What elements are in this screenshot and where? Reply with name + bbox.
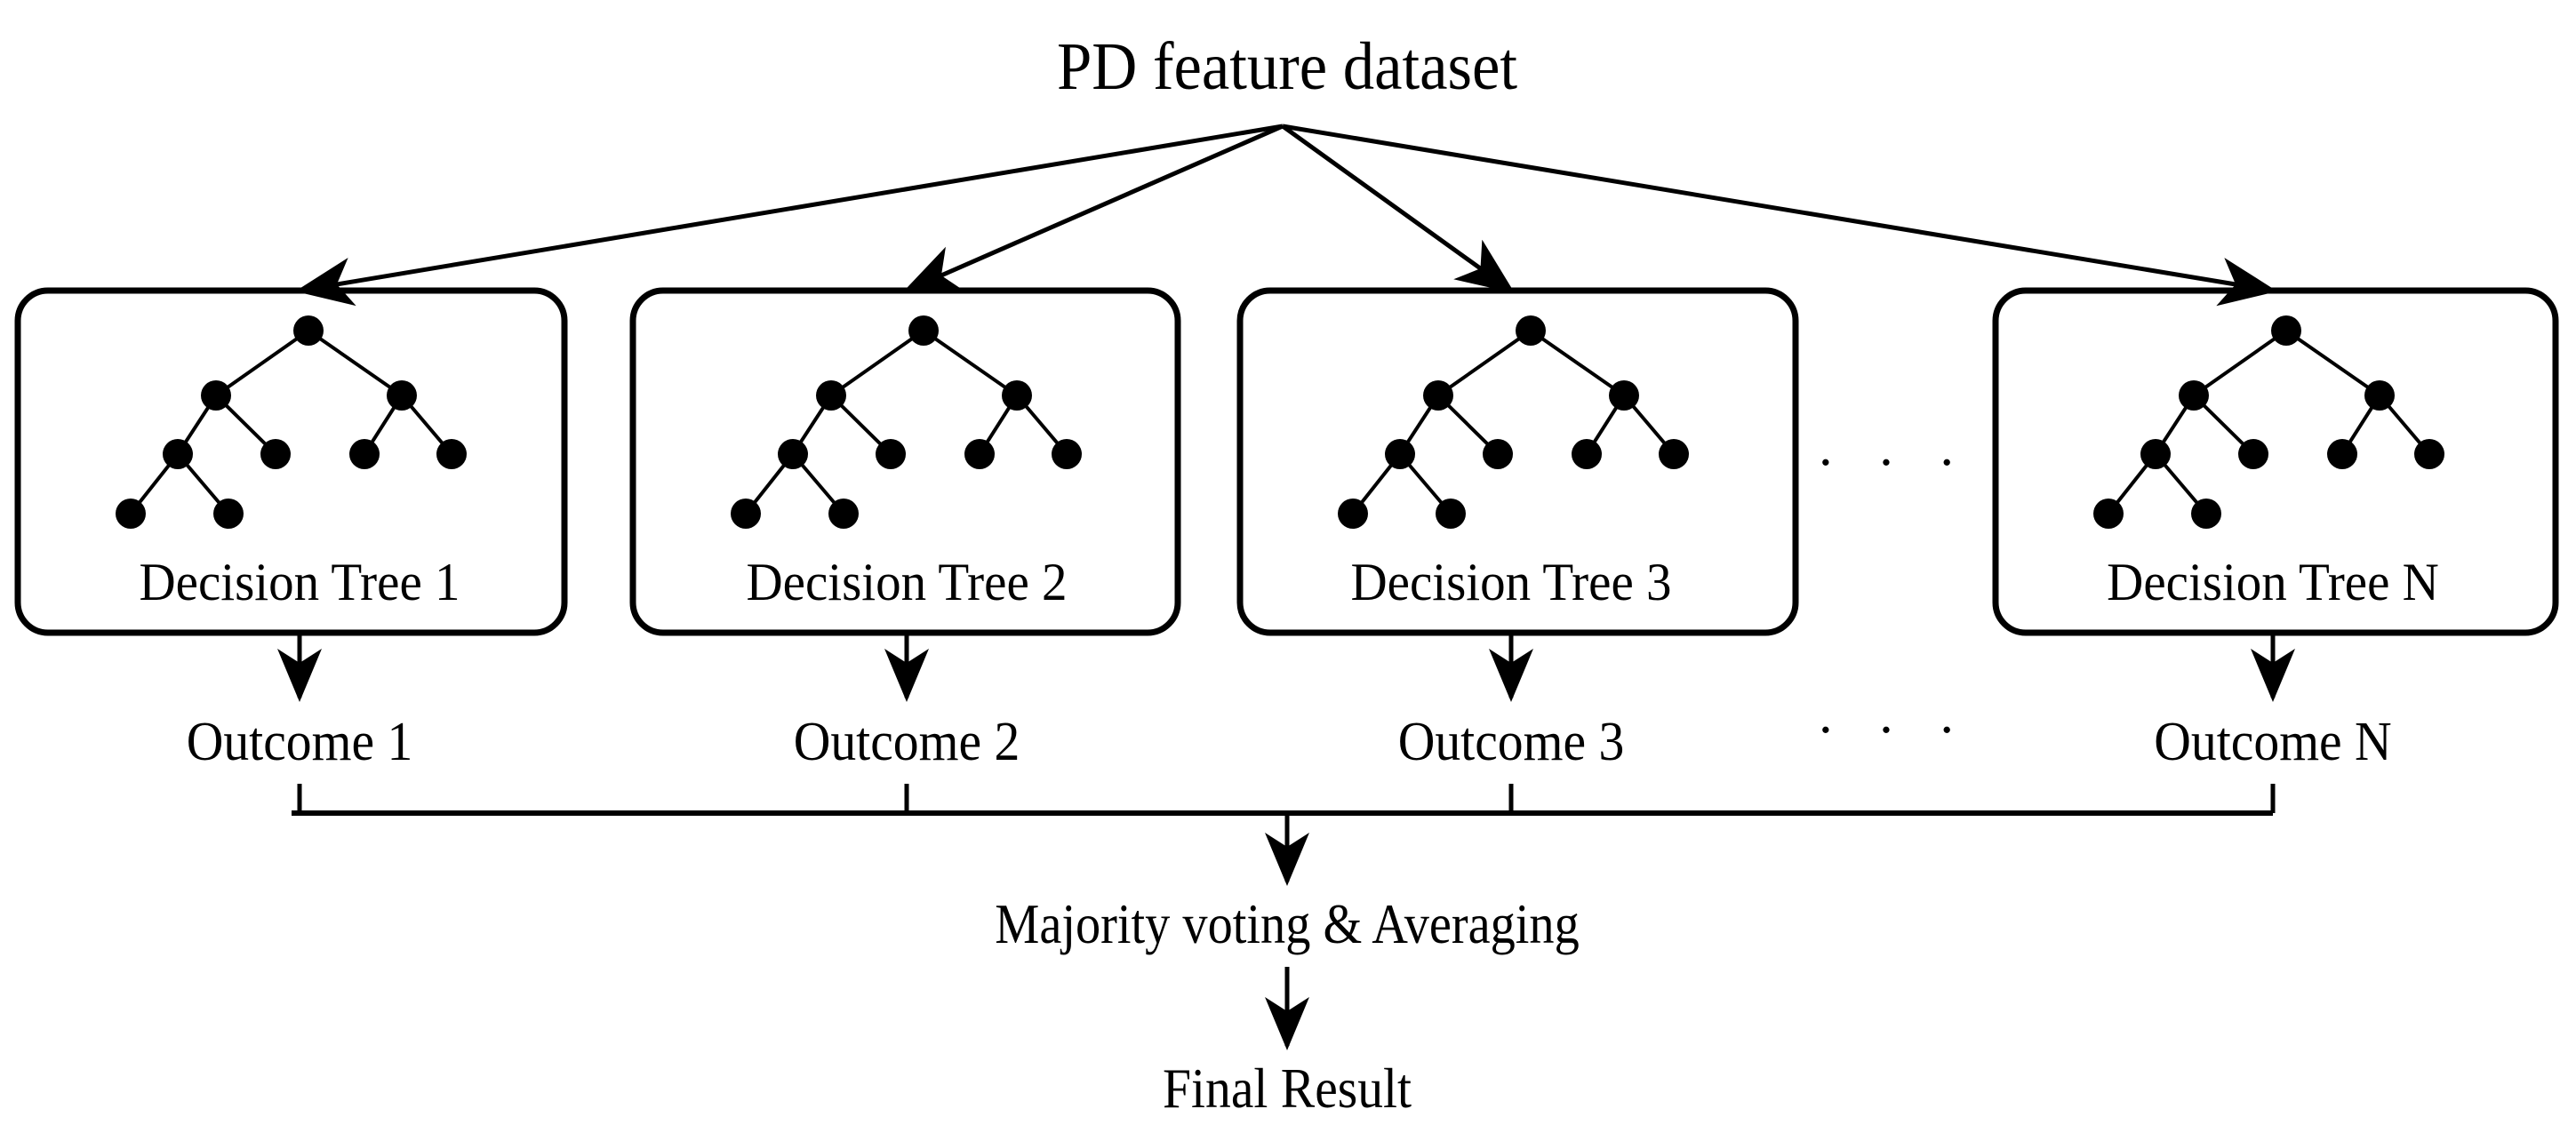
tree-node-l3a — [2093, 499, 2124, 529]
tree-glyph-1 — [116, 315, 467, 529]
tree-node-l3b — [2191, 499, 2221, 529]
tree-glyph-group — [116, 315, 2444, 529]
tree-node-l2d — [1659, 439, 1689, 469]
tree-node-l3b — [1436, 499, 1466, 529]
fanout-arrow-to-tree-1 — [295, 124, 1284, 307]
tree-node-l1a — [201, 380, 231, 411]
tree-node-l2c — [964, 439, 995, 469]
outcome-1-label: Outcome 1 — [186, 712, 413, 772]
decision-tree-box-1 — [14, 287, 568, 636]
tree-node-l1a — [2179, 380, 2209, 411]
tree-node-l2a — [1385, 439, 1415, 469]
tree-node-l3a — [1338, 499, 1368, 529]
tree-node-l3a — [731, 499, 761, 529]
tree-edge — [307, 329, 404, 397]
tree-edge — [1529, 329, 1626, 397]
outcome-arrow-group — [277, 633, 2295, 702]
tree-node-l2d — [1052, 439, 1082, 469]
tree-node-root — [1516, 315, 1546, 346]
tree-node-l2a — [778, 439, 808, 469]
decision-tree-n-label: Decision Tree N — [2107, 553, 2439, 611]
tree-box-group — [14, 287, 2559, 636]
tree-node-l1a — [1423, 380, 1453, 411]
page-title: PD feature dataset — [1056, 29, 1518, 104]
fanout-arrow-to-tree-4 — [1282, 124, 2277, 307]
majority-voting-label: Majority voting & Averaging — [995, 892, 1580, 955]
tree-node-l3b — [828, 499, 859, 529]
decision-tree-3-label: Decision Tree 3 — [1350, 553, 1672, 611]
tree-node-l2c — [1572, 439, 1602, 469]
tree-node-l2c — [2327, 439, 2357, 469]
tree-edge — [2284, 329, 2381, 397]
tree-node-l2b — [2238, 439, 2268, 469]
tree-edge — [2192, 329, 2288, 397]
tree-node-l2b — [1483, 439, 1513, 469]
tree-node-l1b — [387, 380, 417, 411]
fanout-arrow-to-tree-2 — [902, 124, 1284, 293]
tree-glyph-4 — [2093, 315, 2444, 529]
tree-node-l2d — [436, 439, 467, 469]
tree-glyph-3 — [1338, 315, 1689, 529]
tree-node-l3b — [213, 499, 244, 529]
tree-node-l2b — [260, 439, 291, 469]
tree-node-l1a — [816, 380, 846, 411]
tree-row-ellipsis: · · · — [1816, 433, 1971, 493]
outcome-2-label: Outcome 2 — [793, 712, 1020, 772]
fanout-arrow-to-tree-3 — [1281, 124, 1516, 293]
decision-tree-box-3 — [1236, 287, 1799, 636]
tree-node-l3a — [116, 499, 146, 529]
tree-node-root — [293, 315, 324, 346]
tree-node-root — [908, 315, 939, 346]
tree-edge — [1436, 329, 1532, 397]
aggregation-bus-group — [292, 784, 2276, 1050]
tree-glyph-2 — [731, 315, 1082, 529]
tree-node-l2a — [2140, 439, 2171, 469]
tree-edge — [922, 329, 1019, 397]
final-result-label: Final Result — [1162, 1057, 1412, 1120]
tree-node-l2b — [876, 439, 906, 469]
outcome-row-ellipsis: · · · — [1816, 700, 1971, 761]
tree-edge — [214, 329, 310, 397]
tree-node-l1b — [1002, 380, 1032, 411]
tree-node-root — [2271, 315, 2301, 346]
tree-node-l2d — [2414, 439, 2444, 469]
outcome-n-label: Outcome N — [2154, 712, 2392, 772]
decision-tree-2-label: Decision Tree 2 — [746, 553, 1068, 611]
tree-node-l1b — [2364, 380, 2395, 411]
tree-node-l2c — [349, 439, 380, 469]
decision-tree-1-label: Decision Tree 1 — [139, 553, 460, 611]
tree-edge — [829, 329, 925, 397]
tree-node-l2a — [163, 439, 193, 469]
tree-node-l1b — [1609, 380, 1639, 411]
outcome-3-label: Outcome 3 — [1397, 712, 1625, 772]
fanout-arrow-group — [295, 124, 2277, 307]
